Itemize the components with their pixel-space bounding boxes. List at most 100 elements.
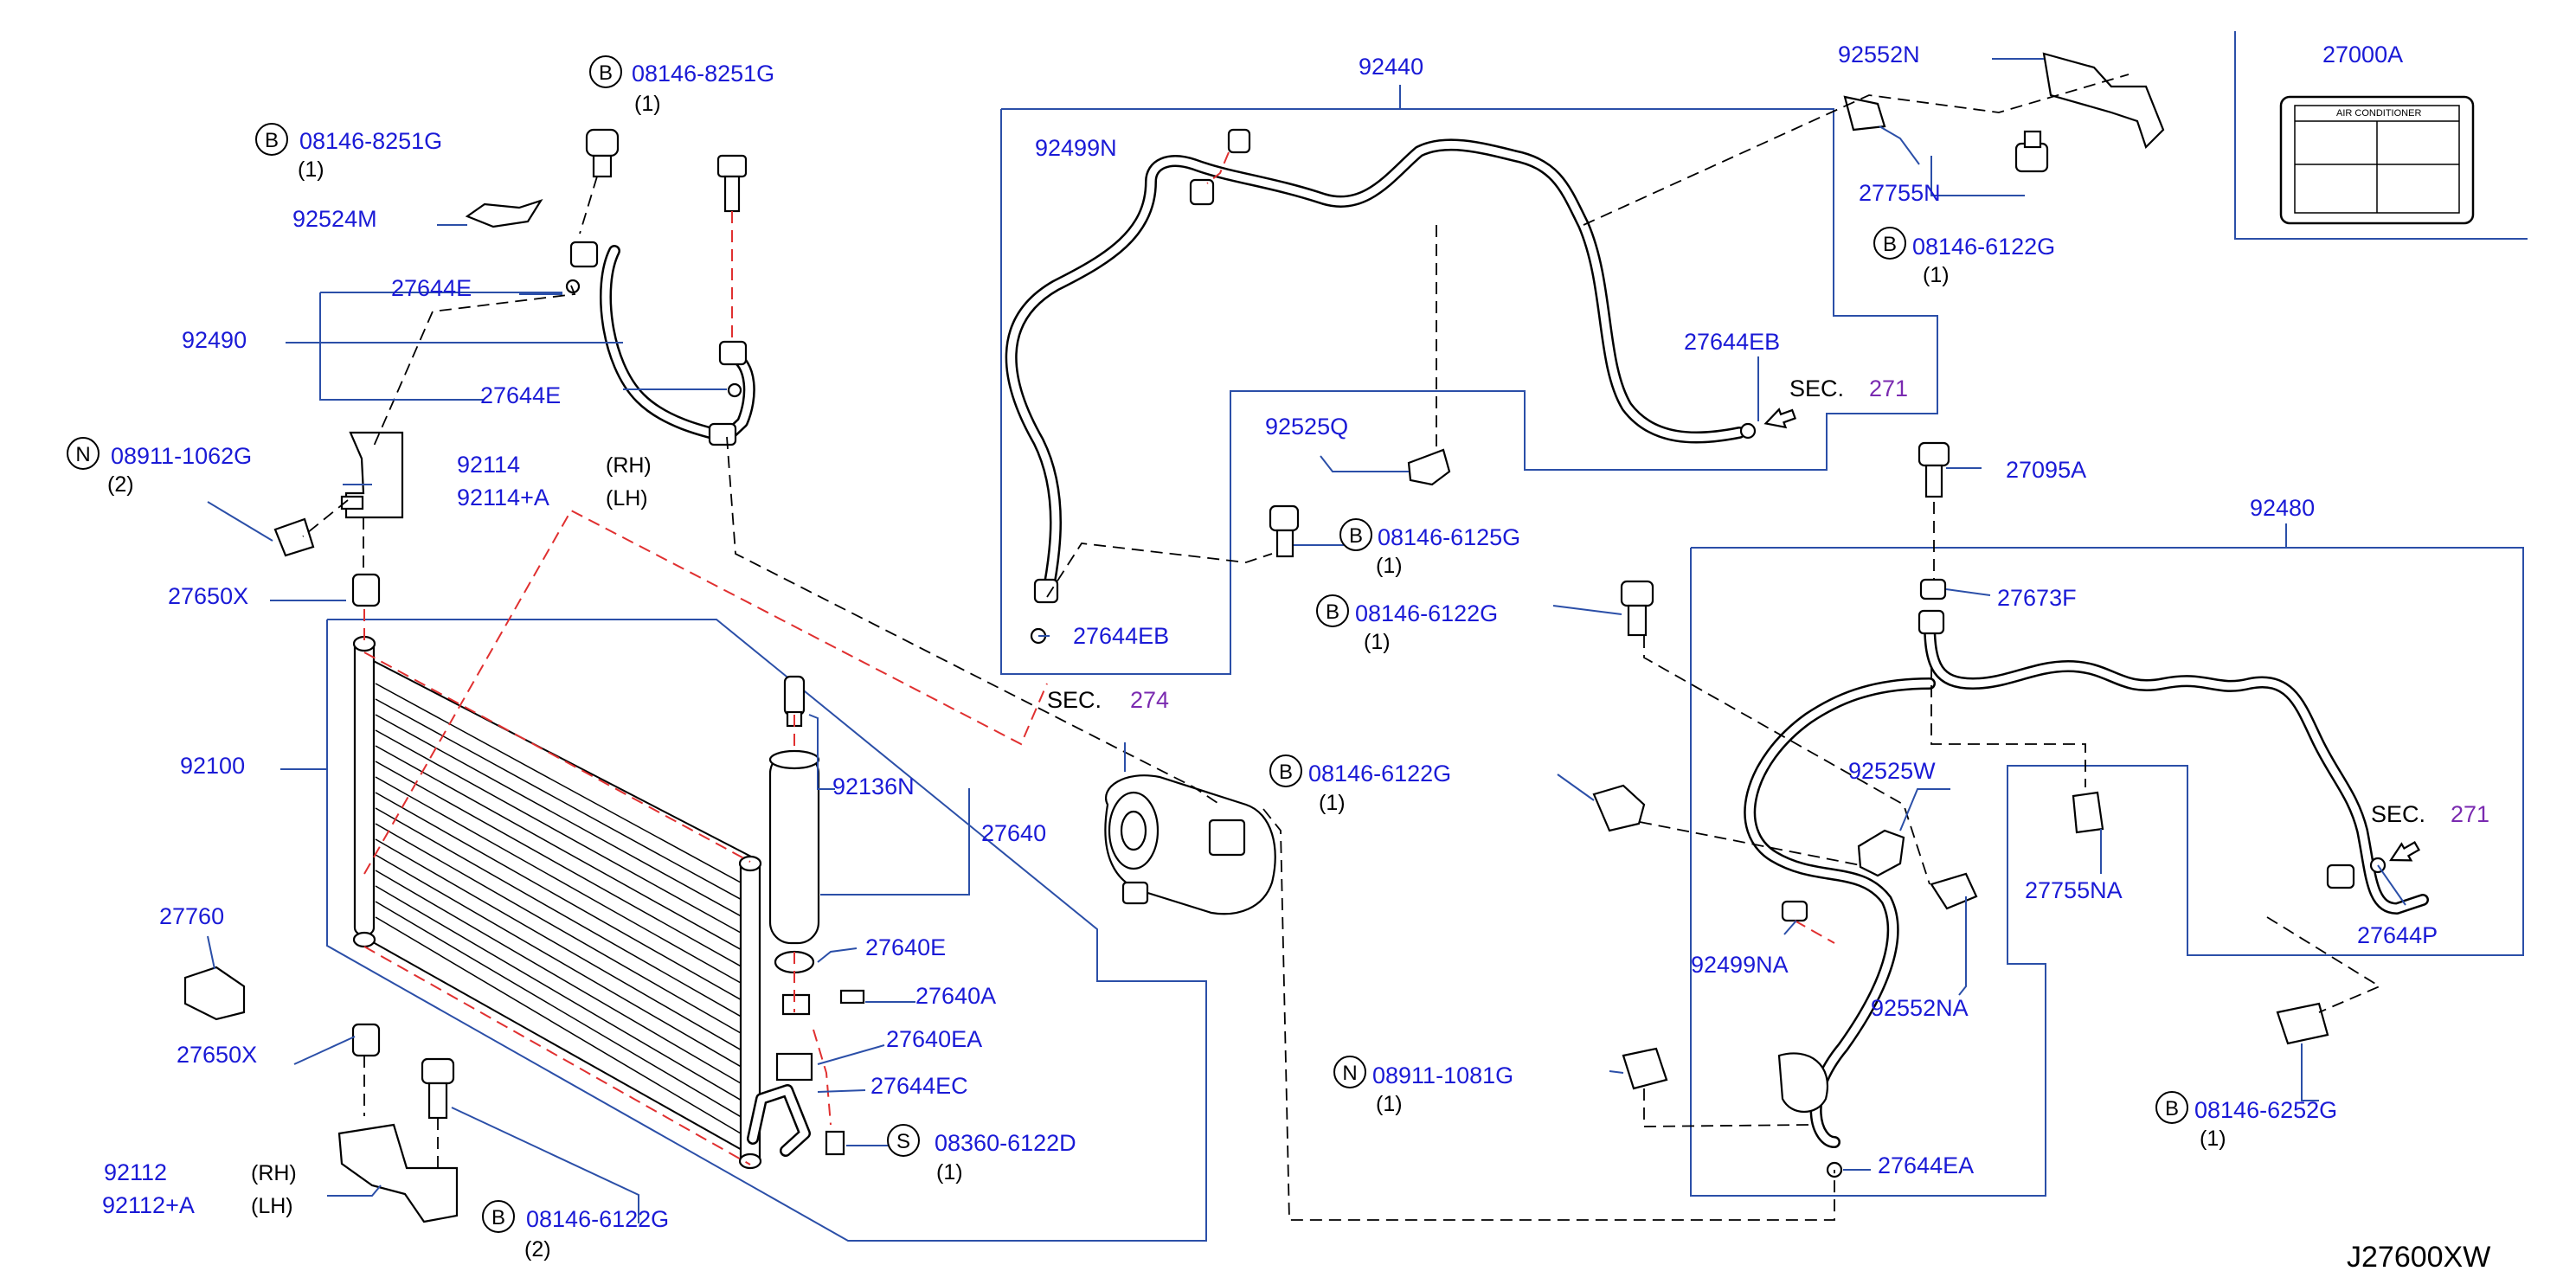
label-08146-8251G: 08146-8251G [299, 128, 442, 154]
clip-27755N [1843, 95, 1886, 132]
group-box-92480 [1690, 523, 2524, 1197]
nut-92499NA [1781, 900, 1808, 922]
nut-27673F [1919, 578, 1947, 600]
label-27000A [2279, 95, 2475, 225]
label-08146-6122G: 08146-6122G [1308, 761, 1451, 786]
hose-92490 [565, 241, 755, 446]
label-qty: (2) [524, 1237, 551, 1262]
nut-08911-1081G [1622, 1047, 1668, 1090]
label-92136N: 92136N [832, 774, 915, 799]
label-27644EB: 27644EB [1073, 623, 1169, 649]
label-92524M: 92524M [292, 206, 377, 232]
callout-letter-b: B [1883, 233, 1897, 256]
label-08911-1062G: 08911-1062G [111, 443, 252, 469]
label-air-conditioner: AIR CONDITIONER [2336, 108, 2421, 119]
label-sec: SEC. [2371, 801, 2425, 827]
bolt-upper-mid-right [1620, 580, 1654, 637]
black-dashed-guides [302, 74, 2381, 1221]
label-rh: (RH) [606, 453, 652, 478]
condenser-fin [375, 698, 742, 900]
sensor-27760 [183, 966, 246, 1021]
condenser-fin [375, 745, 742, 950]
group-box-27000A [2234, 31, 2528, 240]
condenser-fin [375, 901, 742, 1118]
label-qty: (1) [634, 92, 661, 116]
bolt-08146-6122G-top-right [2014, 130, 2049, 173]
label-qty: (1) [1923, 263, 1950, 287]
label-sec-271: 271 [1869, 376, 1908, 401]
label-27760: 27760 [159, 903, 224, 929]
label-08146-6122G: 08146-6122G [526, 1206, 669, 1232]
label-27673F: 27673F [1997, 585, 2077, 611]
label-27644EB: 27644EB [1684, 329, 1780, 355]
group-box-92100 [326, 619, 1207, 1242]
clamp-92525W [1857, 829, 1905, 877]
label-92112: 92112 [104, 1159, 167, 1185]
label-qty: (1) [298, 157, 324, 182]
mount-27650X-upper [351, 573, 381, 607]
callout-letters: B B N B B B B N B S B [75, 61, 2179, 1229]
label-92440: 92440 [1359, 54, 1423, 80]
condenser-fin [375, 792, 742, 1000]
label-qty: (1) [1319, 791, 1346, 815]
hose-92440 [1005, 128, 1757, 645]
condenser-92100 [352, 635, 762, 1170]
label-lh: (LH) [251, 1194, 293, 1218]
receiver-drier-27640 [747, 675, 865, 1157]
label-27755NA: 27755NA [2025, 877, 2123, 903]
leader-lines [207, 58, 2406, 1223]
label-27000A: 27000A [2322, 42, 2403, 67]
callout-letter-b: B [2165, 1097, 2179, 1120]
condenser-fin [375, 885, 742, 1101]
bracket-92552NA [1930, 872, 1978, 910]
condenser-fin [375, 683, 742, 883]
label-qty: (1) [1376, 554, 1403, 578]
labels: 92440 92552N 27000A AIR CONDITIONER 9249… [102, 42, 2490, 1274]
label-08146-6252G: 08146-6252G [2194, 1097, 2337, 1123]
label-92114-a: 92114+A [457, 485, 549, 510]
label-92552NA: 92552NA [1871, 995, 1969, 1021]
red-dashed-guides [363, 151, 1835, 1165]
label-27095A: 27095A [2006, 457, 2086, 483]
callout-letter-b: B [1349, 524, 1363, 548]
label-27644EC: 27644EC [870, 1073, 968, 1099]
callout-letter-b: B [599, 61, 613, 85]
bolt-mid-right [1592, 784, 1646, 832]
label-92499NA: 92499NA [1691, 952, 1789, 978]
bracket-92112 [337, 1123, 459, 1223]
label-92100: 92100 [180, 753, 245, 779]
label-qty: (1) [1364, 630, 1391, 654]
bracket-92552N [2042, 52, 2165, 150]
label-lh: (LH) [606, 486, 648, 510]
clip-27755NA [2072, 791, 2104, 834]
label-92112-a: 92112+A [102, 1192, 195, 1218]
label-92114: 92114 [457, 452, 520, 478]
callout-letter-n: N [75, 443, 90, 466]
label-sec: SEC. [1047, 687, 1102, 713]
label-08360-6122D: 08360-6122D [935, 1130, 1076, 1156]
callout-letter-n: N [1342, 1062, 1357, 1085]
condenser-fin [375, 807, 742, 1018]
label-92552N: 92552N [1838, 42, 1920, 67]
condenser-fin [375, 729, 742, 934]
label-rh: (RH) [251, 1161, 297, 1185]
label-92499N: 92499N [1035, 135, 1117, 161]
label-08146-8251G: 08146-8251G [632, 61, 774, 87]
label-qty: (1) [2200, 1127, 2226, 1151]
bolt-08146-8251G-left [585, 128, 620, 178]
group-box-92440 [1000, 85, 1938, 675]
compressor [1104, 774, 1276, 915]
mount-27650X-lower [351, 1023, 381, 1057]
label-27644E: 27644E [391, 275, 472, 301]
condenser-fin [375, 823, 742, 1034]
label-27640: 27640 [981, 820, 1046, 846]
bolt-08146-8251G-upper [716, 154, 748, 213]
label-sec: SEC. [1789, 376, 1844, 401]
bolt-08146-6252G [2276, 1002, 2329, 1045]
condenser-fin [375, 870, 742, 1084]
bolt-27095A [1918, 441, 1950, 498]
callout-letter-b: B [491, 1206, 505, 1229]
clip-92524M [465, 199, 543, 228]
label-08146-6125G: 08146-6125G [1378, 524, 1520, 550]
